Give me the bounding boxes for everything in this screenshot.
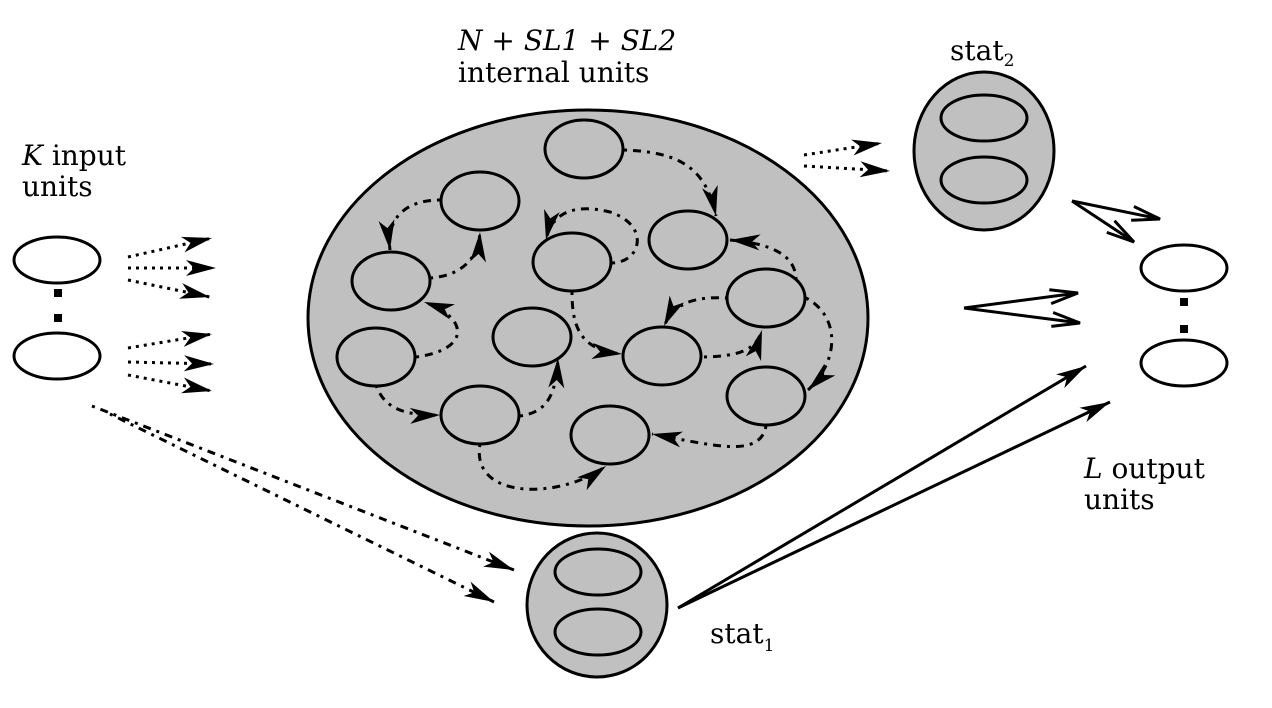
stat1-label: stat1	[710, 617, 774, 656]
output-units-ellipsis-dot1	[1180, 298, 1188, 306]
internal-connection	[429, 231, 486, 280]
output-units-label-line2: units	[1084, 483, 1155, 516]
output-unit-bottom	[1139, 338, 1229, 388]
output-unit-top	[1139, 243, 1229, 293]
input-arrow	[127, 373, 213, 394]
internal-connection	[662, 295, 729, 327]
input-units-label-line2: units	[22, 170, 93, 203]
internal-unit	[621, 325, 703, 387]
internal-connection	[570, 291, 623, 359]
reservoir-to-stat2-arrow	[803, 139, 883, 157]
internal-units-label-line1: N + SL1 + SL2	[457, 24, 676, 57]
input-unit-bottom	[12, 331, 102, 381]
internal-connection	[729, 234, 798, 281]
input-to-stat1-arrow	[91, 404, 515, 572]
output-units-group	[1139, 243, 1229, 388]
stat1-group	[525, 531, 669, 679]
stat1-to-output-arrow	[677, 400, 1111, 610]
input-units-group	[12, 235, 102, 381]
reservoir-to-output-arrow	[963, 288, 1079, 310]
internal-unit	[350, 250, 432, 312]
stat2-group	[912, 70, 1056, 232]
internal-connection	[703, 329, 764, 362]
internal-connection	[415, 300, 459, 359]
output-units-ellipsis-dot2	[1180, 325, 1188, 333]
internal-connection	[374, 384, 441, 424]
internal-unit	[725, 267, 807, 329]
input-arrow	[127, 331, 213, 350]
input-arrow	[127, 278, 211, 299]
internal-unit	[647, 209, 729, 271]
internal-unit	[439, 170, 521, 232]
internal-unit	[531, 231, 613, 293]
internal-connection	[805, 296, 836, 392]
output-units-label-line1: L output	[1083, 452, 1206, 485]
internal-units-label-line2: internal units	[458, 56, 649, 89]
internal-connections	[374, 148, 836, 491]
input-units-label-line1: K input	[21, 139, 127, 172]
internal-unit	[335, 326, 417, 388]
stat1-unit	[553, 607, 643, 657]
stat1-to-output-arrow	[677, 364, 1087, 610]
input-to-stat1-arrow	[109, 412, 495, 604]
internal-unit	[543, 118, 625, 180]
internal-connection	[477, 443, 607, 491]
input-to-reservoir-arrows	[127, 236, 216, 394]
internal-unit	[569, 404, 651, 466]
stat2-to-output-arrow	[1071, 199, 1161, 222]
input-units-ellipsis-dot1	[54, 289, 62, 297]
internal-connection	[519, 357, 565, 418]
stat2-unit	[939, 93, 1029, 143]
reservoir-to-output-arrow	[963, 306, 1081, 328]
internal-connection	[544, 207, 639, 265]
input-arrow	[127, 236, 213, 259]
stat2-unit	[939, 155, 1029, 205]
stat2-to-output-arrow	[1071, 199, 1136, 244]
input-units-ellipsis-dot2	[54, 314, 62, 322]
stat2-label: stat2	[950, 34, 1014, 71]
input-unit-top	[12, 235, 102, 285]
internal-connection	[651, 425, 768, 448]
input-arrow	[127, 355, 215, 372]
stat1-unit	[553, 547, 643, 597]
internal-unit	[491, 306, 573, 368]
internal-unit	[439, 384, 521, 446]
reservoir-to-stat2-arrow	[803, 161, 891, 178]
internal-units	[335, 118, 807, 466]
internal-unit	[725, 365, 807, 427]
internal-connection	[378, 198, 441, 251]
